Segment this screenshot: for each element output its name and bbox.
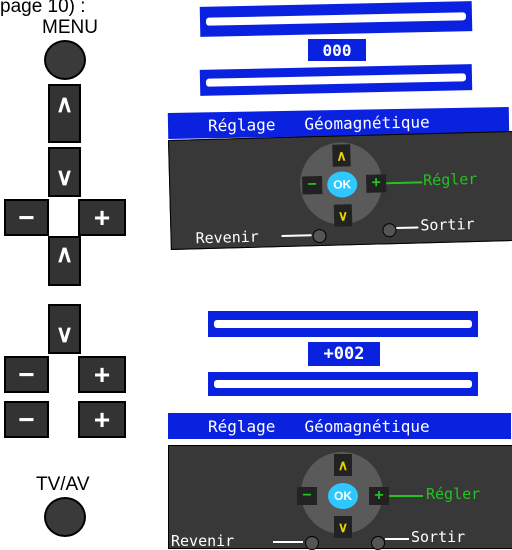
osd-header-2-right: Géomagnétique: [304, 416, 430, 436]
minus-key-symbol: −: [18, 201, 35, 233]
plus-key[interactable]: +: [78, 199, 126, 236]
adjust-line: [386, 181, 423, 185]
up-key-2[interactable]: ∧: [48, 236, 81, 286]
exit-line: [396, 226, 419, 230]
plus-key-2-symbol: +: [93, 358, 111, 390]
osd-header-2: Réglage Géomagnétique: [168, 413, 511, 439]
slider-bar-top: [199, 1, 473, 37]
osd-panel-2: ∧ ∨ − + OK Régler Revenir Sortir: [168, 445, 512, 550]
back-button[interactable]: [312, 228, 327, 244]
osd-header-left: Réglage: [207, 114, 276, 135]
nav-down-key[interactable]: ∨: [333, 204, 353, 227]
slider-bar-bottom-2-line: [214, 380, 472, 388]
plus-key-symbol: +: [93, 201, 111, 233]
up-key[interactable]: ∧: [48, 84, 81, 143]
tvav-button[interactable]: [44, 497, 86, 537]
value-display: 000: [308, 39, 366, 61]
minus-key-3[interactable]: −: [4, 401, 49, 438]
plus-key-3[interactable]: +: [78, 401, 126, 438]
down-key[interactable]: ∨: [48, 147, 81, 197]
ok-button-2[interactable]: OK: [328, 483, 358, 509]
tvav-label: TV/AV: [36, 474, 90, 495]
slider-bar-top-line: [205, 12, 467, 26]
adjust-line-2: [389, 495, 423, 497]
slider-bar-bottom-line: [205, 73, 467, 87]
osd-header-2-left: Réglage: [208, 416, 276, 436]
menu-button[interactable]: [44, 40, 86, 80]
back-button-2[interactable]: [305, 536, 319, 550]
value-display-2: +002: [308, 342, 380, 366]
nav-minus-key-2[interactable]: −: [297, 487, 317, 505]
exit-button[interactable]: [382, 223, 397, 238]
slider-bar-bottom-2: [208, 372, 478, 396]
plus-key-2[interactable]: +: [78, 356, 126, 393]
minus-key-3-symbol: −: [18, 403, 35, 435]
adjust-label: Régler: [422, 169, 478, 190]
back-line: [281, 234, 312, 238]
nav-minus-key[interactable]: −: [302, 175, 323, 195]
nav-up-key[interactable]: ∧: [332, 144, 351, 167]
minus-key-2[interactable]: −: [4, 356, 49, 393]
up-key-symbol: ∧: [55, 91, 74, 118]
down-key-symbol: ∨: [55, 164, 74, 191]
menu-label: MENU: [42, 17, 98, 38]
slider-bar-bottom: [199, 64, 473, 96]
partial-note: page 10) :: [0, 0, 86, 17]
back-label-2: Revenir: [171, 532, 235, 550]
nav-down-key-2[interactable]: ∨: [334, 516, 352, 538]
slider-bar-top-2-line: [214, 320, 472, 328]
down-key-2-symbol: ∨: [55, 321, 74, 348]
adjust-label-2: Régler: [426, 485, 481, 503]
up-key-2-symbol: ∧: [55, 241, 74, 268]
back-line-2: [273, 541, 303, 543]
exit-label: Sortir: [420, 215, 475, 235]
exit-button-2[interactable]: [371, 536, 385, 550]
nav-up-key-2[interactable]: ∧: [334, 454, 352, 476]
exit-label-2: Sortir: [411, 528, 466, 546]
nav-plus-key-2[interactable]: +: [369, 487, 389, 505]
minus-key[interactable]: −: [4, 199, 49, 236]
back-label: Revenir: [195, 227, 260, 248]
slider-bar-top-2: [208, 311, 478, 337]
nav-plus-key[interactable]: +: [365, 174, 387, 193]
exit-line-2: [385, 538, 409, 540]
osd-panel: ∧ ∨ − + OK Régler Revenir Sortir: [168, 130, 512, 250]
osd-header-right: Géomagnétique: [304, 111, 430, 134]
minus-key-2-symbol: −: [18, 358, 35, 390]
down-key-2[interactable]: ∨: [48, 304, 81, 354]
plus-key-3-symbol: +: [93, 403, 111, 435]
